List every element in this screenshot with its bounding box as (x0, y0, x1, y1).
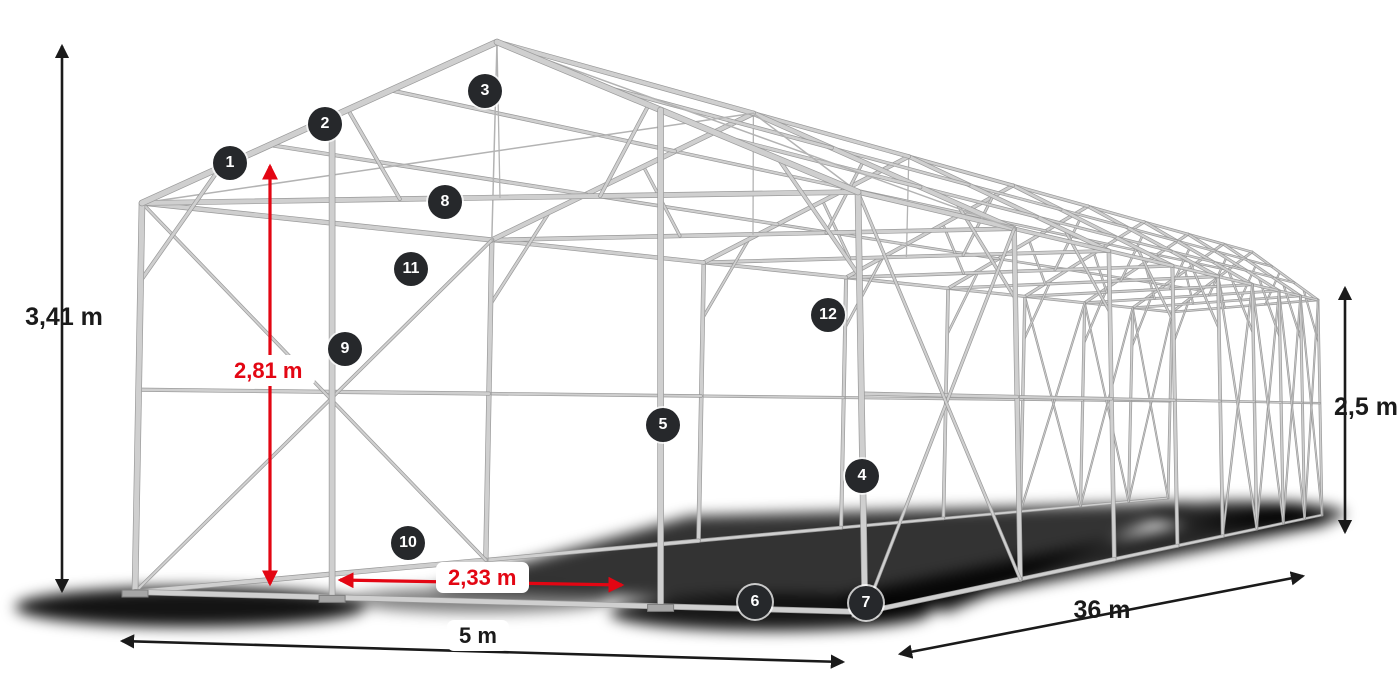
marker-7: 7 (849, 586, 883, 620)
marker-1: 1 (213, 146, 247, 180)
marker-3: 3 (468, 74, 502, 108)
marker-12: 12 (811, 298, 845, 332)
marker-10: 10 (391, 526, 425, 560)
marker-4: 4 (845, 459, 879, 493)
dimension-entrance-width: 2,33 m (436, 562, 529, 594)
arrow-width (119, 634, 846, 669)
marker-6: 6 (738, 585, 772, 619)
dimension-width: 5 m (447, 620, 509, 652)
marker-8: 8 (428, 185, 462, 219)
dimension-side-height: 2,5 m (1334, 393, 1398, 421)
marker-2: 2 (308, 107, 342, 141)
dimension-total-height: 3,41 m (25, 303, 103, 331)
arrow-length (897, 571, 1306, 659)
dimension-length: 36 m (1073, 596, 1131, 624)
dimension-entrance-height: 2,81 m (222, 355, 315, 387)
marker-5: 5 (646, 408, 680, 442)
marker-9: 9 (328, 332, 362, 366)
marker-11: 11 (394, 252, 428, 286)
